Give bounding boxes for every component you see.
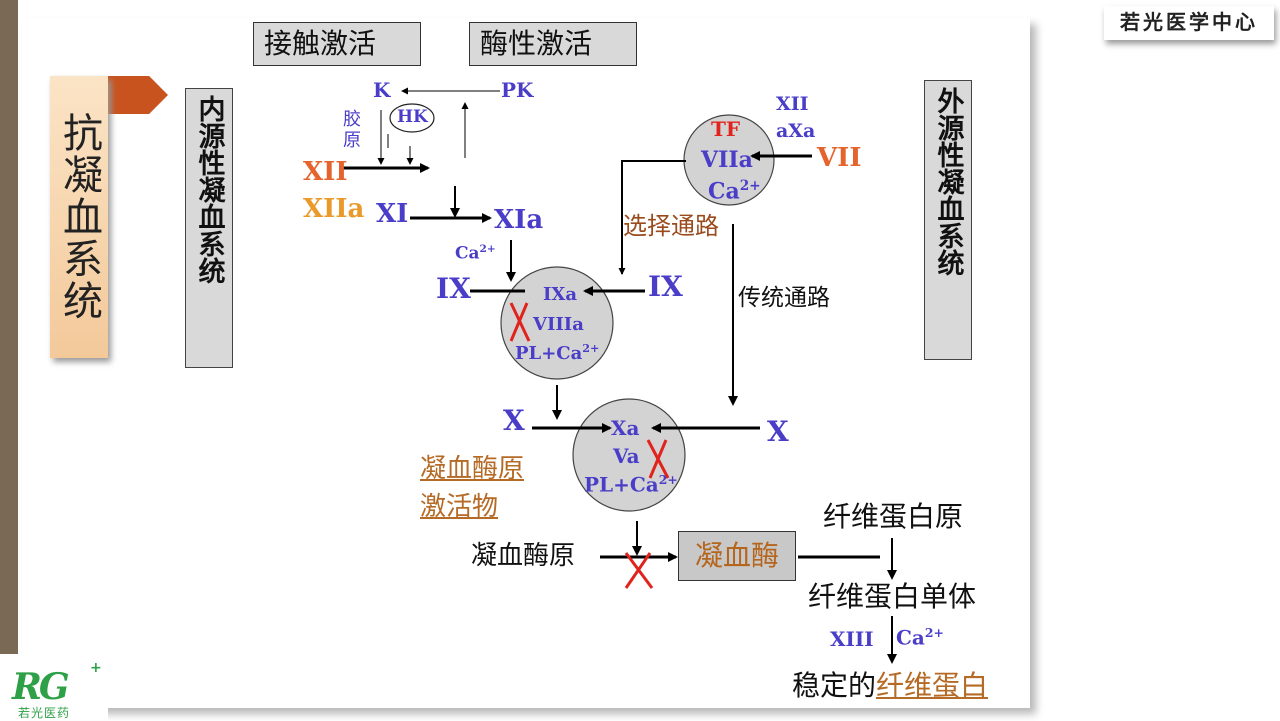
thrombin-label: 凝血酶 xyxy=(694,539,779,572)
slide-title-card: 抗凝血系统 xyxy=(50,76,108,358)
enzyme-activation-label: 酶性激活 xyxy=(480,27,593,60)
factor-ix-right: IX xyxy=(648,270,683,303)
factor-x-left: X xyxy=(503,404,525,437)
factor-xii-extrinsic: XII xyxy=(776,93,809,115)
factor-xii: XII xyxy=(303,157,348,187)
factor-hk: HK xyxy=(397,107,428,127)
calcium-label-2: Ca2+ xyxy=(708,178,761,205)
enzyme-activation-box: 酶性激活 xyxy=(469,22,637,66)
thrombin-box: 凝血酶 xyxy=(678,531,796,581)
tenase-cofactors: PL+Ca2+ xyxy=(515,342,600,364)
logo-text: 若光医药 xyxy=(18,706,71,720)
collagen-label: 胶原 xyxy=(343,109,361,151)
logo-plus-icon: + xyxy=(90,660,102,676)
calcium-label-3: Ca2+ xyxy=(896,625,944,650)
prothrombin-activator-line1: 凝血酶原 xyxy=(420,454,525,484)
factor-xia: XIa xyxy=(494,205,544,235)
factor-ix-left: IX xyxy=(436,272,471,305)
contact-activation-box: 接触激活 xyxy=(253,22,421,66)
inhibit-mark-va xyxy=(646,439,670,479)
prothrombinase-cofactors: PL+Ca2+ xyxy=(584,472,678,497)
select-pathway-label: 选择通路 xyxy=(623,212,719,240)
factor-xa: Xa xyxy=(611,416,640,440)
factor-ixa: IXa xyxy=(543,284,578,305)
intrinsic-pathway-label: 内源性凝血系统 xyxy=(193,95,225,284)
fibrinogen-label: 纤维蛋白原 xyxy=(823,500,964,533)
factor-pk: PK xyxy=(501,78,534,102)
factor-tf: TF xyxy=(711,117,741,141)
factor-axa: aXa xyxy=(776,120,816,142)
factor-xiii: XIII xyxy=(830,627,874,651)
extrinsic-pathway-box: 外源性凝血系统 xyxy=(924,80,972,360)
prothrombin-label: 凝血酶原 xyxy=(471,541,576,571)
factor-viiia: VIIIa xyxy=(533,314,584,335)
select-pathway-arrow xyxy=(618,160,686,275)
factor-xiia: XIIa xyxy=(303,194,365,224)
calcium-label-1: Ca2+ xyxy=(455,243,496,264)
inhibit-mark-prothrombin xyxy=(624,552,654,589)
hk-ellipse xyxy=(389,103,435,133)
intrinsic-pathway-box: 内源性凝血系统 xyxy=(185,88,233,368)
prothrombin-activator-line2: 激活物 xyxy=(420,492,499,522)
logo-mark: RG xyxy=(12,666,70,708)
inhibit-mark-viiia xyxy=(509,302,531,342)
factor-k: K xyxy=(373,78,391,102)
brand-title: 若光医学中心 xyxy=(1104,6,1274,40)
left-accent-bar xyxy=(0,0,18,720)
company-logo: RG + 若光医药 xyxy=(0,654,108,720)
classic-pathway-label: 传统通路 xyxy=(738,285,830,311)
contact-activation-label: 接触激活 xyxy=(264,27,377,60)
factor-va: Va xyxy=(613,444,640,468)
stable-fibrin-label: 稳定的纤维蛋白 xyxy=(792,669,989,702)
extrinsic-pathway-label: 外源性凝血系统 xyxy=(932,87,964,276)
slide-title: 抗凝血系统 xyxy=(56,112,102,322)
factor-viia: VIIa xyxy=(701,147,753,173)
factor-xi: XI xyxy=(376,199,409,229)
factor-vii: VII xyxy=(817,143,862,173)
factor-x-right: X xyxy=(767,415,789,448)
fibrin-monomer-label: 纤维蛋白单体 xyxy=(808,580,977,613)
